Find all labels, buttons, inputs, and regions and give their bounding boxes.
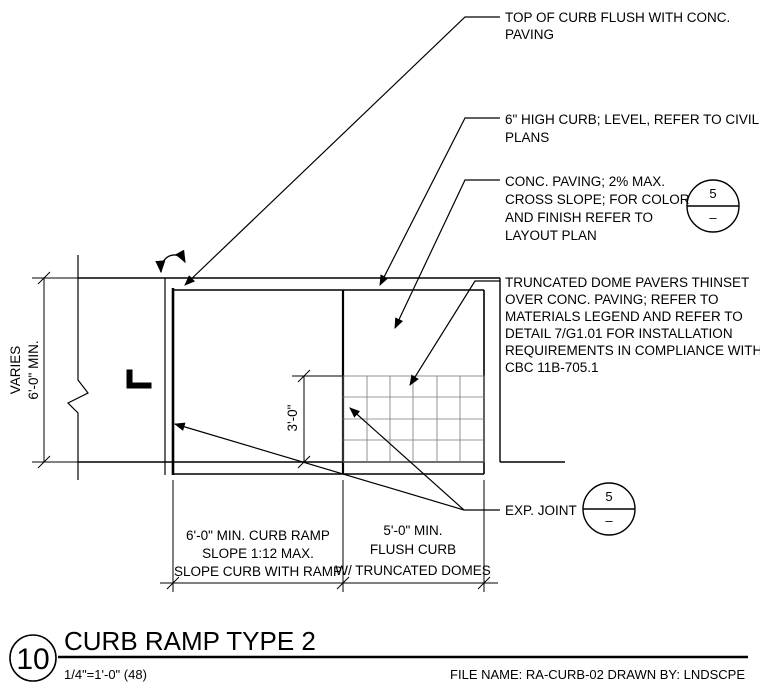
callout-joint-sheet: – [605, 513, 613, 528]
note-paving-line-2: CROSS SLOPE; FOR COLOR [505, 192, 690, 207]
note-paving: CONC. PAVING; 2% MAX. CROSS SLOPE; FOR C… [505, 174, 690, 243]
dim-flush-line-3: W/ TRUNCATED DOMES [335, 563, 491, 578]
note-pavers-line-4: DETAIL 7/G1.01 FOR INSTALLATION [505, 326, 733, 341]
truncated-dome-pavers [342, 375, 485, 463]
note-exp-joint: EXP. JOINT [505, 503, 577, 518]
note-pavers-line-3: MATERIALS LEGEND AND REFER TO [505, 309, 743, 324]
dim-min-width: 6'-0" MIN. [26, 340, 41, 399]
dim-flush-line-2: FLUSH CURB [370, 542, 456, 557]
note-top-curb-line-1: TOP OF CURB FLUSH WITH CONC. [505, 10, 730, 25]
note-paving-line-1: CONC. PAVING; 2% MAX. [505, 174, 665, 189]
dim-ramp-line-2: SLOPE 1:12 MAX. [202, 546, 314, 561]
note-paving-line-4: LAYOUT PLAN [505, 228, 597, 243]
detail-number: 10 [16, 643, 49, 676]
callout-paving-sheet: – [709, 210, 717, 225]
callout-joint-number: 5 [605, 489, 612, 504]
dim-varies: VARIES [8, 346, 23, 395]
file-name-info: FILE NAME: RA-CURB-02 DRAWN BY: LNDSCPE [450, 667, 745, 682]
note-pavers-line-2: OVER CONC. PAVING; REFER TO [505, 292, 719, 307]
note-high-curb-line-2: PLANS [505, 130, 549, 145]
note-pavers: TRUNCATED DOME PAVERS THINSET OVER CONC.… [505, 275, 760, 375]
note-high-curb: 6" HIGH CURB; LEVEL, REFER TO CIVIL PLAN… [505, 112, 760, 145]
dim-ramp-line-3: SLOPE CURB WITH RAMP [174, 564, 342, 579]
note-top-curb-line-2: PAVING [505, 27, 554, 42]
callout-paving-number: 5 [709, 186, 716, 201]
break-line [66, 255, 89, 480]
detail-title: CURB RAMP TYPE 2 [64, 626, 316, 656]
title-block: 10 CURB RAMP TYPE 2 1/4"=1'-0" (48) FILE… [9, 626, 748, 682]
note-paving-line-3: AND FINISH REFER TO [505, 210, 653, 225]
callout-joint-ref[interactable]: 5 – [582, 482, 636, 536]
note-pavers-line-5: REQUIREMENTS IN COMPLIANCE WITH [505, 343, 760, 358]
note-top-curb: TOP OF CURB FLUSH WITH CONC. PAVING [505, 10, 730, 42]
detail-scale: 1/4"=1'-0" (48) [64, 667, 147, 682]
callout-paving-ref[interactable]: 5 – [686, 179, 740, 233]
dim-ramp-line-1: 6'-0" MIN. CURB RAMP [186, 528, 330, 543]
dim-flush-line-1: 5'-0" MIN. [383, 523, 442, 538]
dim-dome-depth: 3'-0" [285, 404, 300, 431]
curb-arc-icon [155, 249, 186, 274]
note-pavers-line-6: CBC 11B-705.1 [505, 360, 599, 375]
note-pavers-line-1: TRUNCATED DOME PAVERS THINSET [505, 275, 749, 290]
dimension-lines [32, 271, 498, 592]
note-high-curb-line-1: 6" HIGH CURB; LEVEL, REFER TO CIVIL [505, 112, 760, 127]
leader-lines [173, 16, 500, 511]
plan-geometry [66, 249, 565, 480]
